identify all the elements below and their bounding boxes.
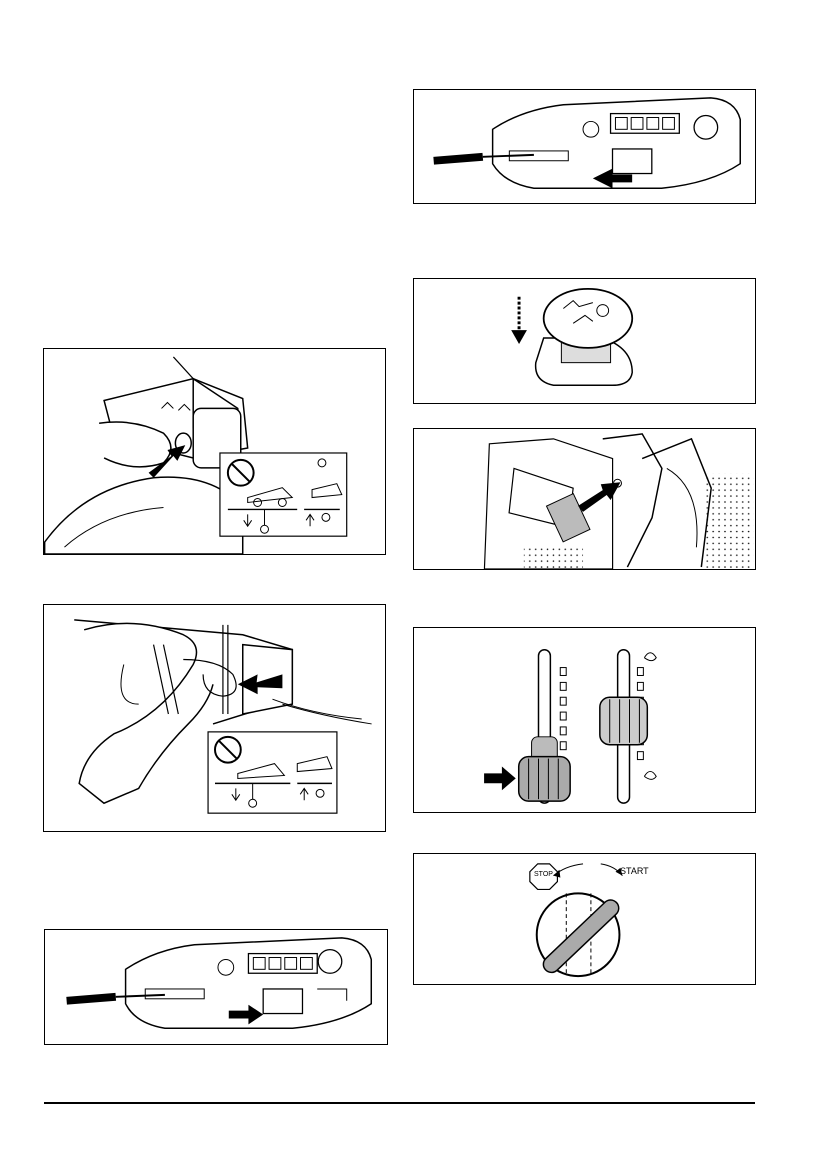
lift-lever-illustration <box>44 349 385 554</box>
footer-rule <box>44 1102 755 1104</box>
dashboard-illustration <box>414 90 755 203</box>
pto-knob-illustration <box>414 279 755 403</box>
decal-box <box>208 732 337 813</box>
ignition-stop-label: STOP <box>534 871 553 878</box>
ignition-illustration <box>414 854 755 984</box>
figure-lift-lever <box>43 348 386 555</box>
figure-dashboard-lever-b <box>413 89 756 204</box>
decal-box <box>220 453 347 536</box>
dashboard-illustration <box>45 930 387 1044</box>
figure-throttle <box>413 627 756 813</box>
pedal-lever-illustration <box>414 429 755 569</box>
figure-ignition: STOP START <box>413 853 756 985</box>
figure-lift-handle <box>43 604 386 832</box>
throttle-illustration <box>414 628 755 812</box>
figure-pedal-lever <box>413 428 756 570</box>
ignition-start-label: START <box>620 866 649 876</box>
figure-pto-knob <box>413 278 756 404</box>
figure-dashboard-lever-a <box>44 929 388 1045</box>
lift-handle-illustration <box>44 605 385 831</box>
